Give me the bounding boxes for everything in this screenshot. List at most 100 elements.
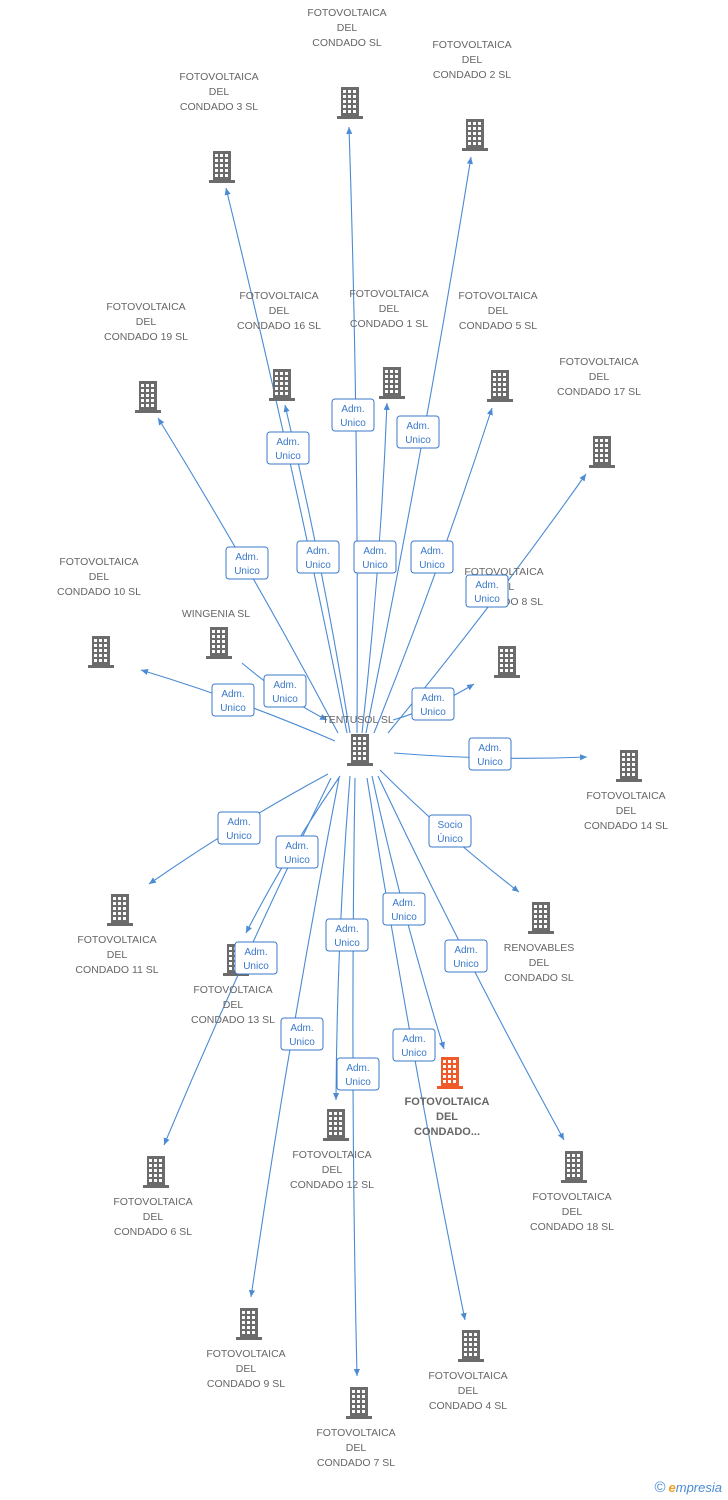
edge-role-box [410,540,454,574]
edge-role-label[interactable]: Adm.Unico [336,1057,380,1091]
node-label-line: DEL [337,22,358,34]
node-label-line: CONDADO... [414,1126,480,1138]
building-icon [337,87,363,119]
edge-role-text: Adm. [273,680,296,691]
building-icon [437,1057,463,1089]
node-company-1[interactable]: FOTOVOLTAICA DEL CONDADO 1 SL [349,288,429,399]
node-label-line: CONDADO 12 SL [290,1179,374,1191]
node-label-line: DEL [89,571,110,583]
node-label-line: DEL [346,1442,367,1454]
node-label-line: CONDADO 9 SL [207,1378,285,1390]
edge-role-label[interactable]: Adm.Unico [353,540,397,574]
node-company-wg[interactable]: WINGENIA SL [182,608,250,659]
node-label-line: FOTOVOLTAICA [193,984,272,996]
edge-role-box [280,1017,324,1051]
edge-role-label[interactable]: Adm.Unico [275,835,319,869]
edge-role-text: Adm. [285,841,308,852]
node-label-line: FOTOVOLTAICA [405,1096,490,1108]
edge-role-text: Unico [391,912,417,923]
building-icon [323,1109,349,1141]
node-label-line: FOTOVOLTAICA [239,290,318,302]
node-label-line: DEL [269,305,290,317]
edge-role-label[interactable]: Adm.Unico [392,1028,436,1062]
node-label-line: DEL [379,303,400,315]
edge-role-label[interactable]: Adm. Unico [410,540,454,574]
node-label-line: FOTOVOLTAICA [77,934,156,946]
node-label-line: CONDADO 18 SL [530,1221,614,1233]
edge-role-text: Unico [474,594,500,605]
node-company-16[interactable]: FOTOVOLTAICA DEL CONDADO 16 SL [237,290,321,401]
building-icon [206,627,232,659]
edge-role-label[interactable]: Adm.Unico [325,918,369,952]
node-label-line: CONDADO 1 SL [350,318,428,330]
edge-role-text: Adm. [420,546,443,557]
edge-role-text: Socio [437,820,462,831]
edge-role-box [263,674,307,708]
node-label-line: CONDADO 11 SL [75,964,158,976]
edge-role-label[interactable]: Adm.Unico [396,415,440,449]
edge-role-text: Adm. [346,1063,369,1074]
copyright-symbol: © [654,1479,666,1496]
edge-role-label[interactable]: Adm.Unico [296,540,340,574]
edge-role-box [336,1057,380,1091]
edge-role-box [225,546,269,580]
edge-role-label[interactable]: Adm.Unico [411,687,455,721]
edge-role-label[interactable]: Adm.Unico [468,737,512,771]
edge-role-label[interactable]: Adm.Unico [266,431,310,465]
edge-role-text: Unico [419,560,445,571]
node-label-line: DEL [143,1211,164,1223]
building-icon [379,367,405,399]
edge-role-label[interactable]: Adm.Unico [444,939,488,973]
node-tentusol[interactable]: TENTUSOL SL [322,714,394,766]
node-label-line: FOTOVOLTAICA [292,1149,371,1161]
node-label-line: CONDADO 3 SL [180,101,258,113]
edge-role-text: Adm. [221,689,244,700]
edge-role-text: Adm. [244,947,267,958]
node-label-line: FOTOVOLTAICA [559,356,638,368]
edge-role-box [382,892,426,926]
node-label-line: WINGENIA SL [182,608,250,620]
edge-role-text: Unico [243,961,269,972]
node-label-line: DEL [616,805,637,817]
edge-role-label[interactable]: Adm.Unico [263,674,307,708]
edge-role-label[interactable]: Adm.Unico [280,1017,324,1051]
edge-role-box [331,398,375,432]
edge-role-label[interactable]: Adm. Unico [234,941,278,975]
node-label-line: DEL [458,1385,479,1397]
edge-role-text: Unico [234,566,260,577]
building-icon [487,370,513,402]
node-label-line: CONDADO 6 SL [114,1226,192,1238]
edge-role-box [392,1028,436,1062]
node-label-line: FOTOVOLTAICA [59,556,138,568]
edge-role-label[interactable]: Adm.Unico [465,574,509,608]
edge-role-label[interactable]: Adm.Unico [217,811,261,845]
edge-role-label[interactable]: Adm.Unico [331,398,375,432]
edge-role-label[interactable]: Adm.Unico [382,892,426,926]
building-icon [589,436,615,468]
node-label-line: FOTOVOLTAICA [179,71,258,83]
node-label-line: CONDADO 16 SL [237,320,321,332]
edge-role-label[interactable]: Adm.Unico [211,683,255,717]
edge-role-label[interactable]: Adm.Unico [225,546,269,580]
node-label-line: FOTOVOLTAICA [307,7,386,19]
node-company-hl[interactable]: FOTOVOLTAICADELCONDADO... [405,1057,490,1138]
node-label-line: FOTOVOLTAICA [349,288,428,300]
